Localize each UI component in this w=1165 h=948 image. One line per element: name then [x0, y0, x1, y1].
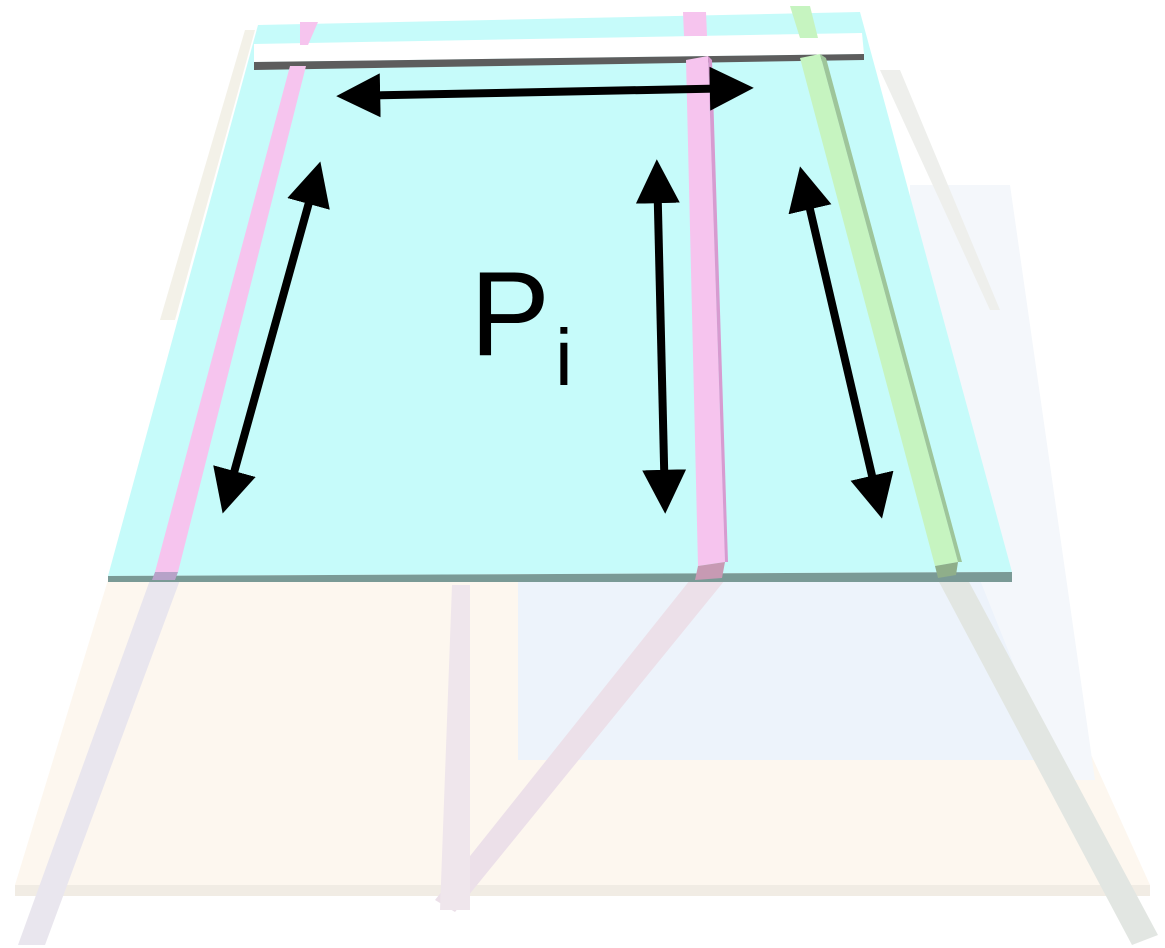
center-pink-bar: [683, 12, 728, 580]
arrows: [213, 66, 894, 519]
plane-front-edge: [108, 572, 1012, 582]
right-double-arrow: [788, 166, 894, 519]
plane-label: P: [470, 247, 550, 381]
right-green-bar-top: [790, 6, 818, 38]
ghost-center-post: [440, 585, 470, 910]
center-pink-bar-end: [695, 562, 725, 580]
left-double-arrow: [213, 161, 330, 514]
white-bar-shadow: [254, 54, 864, 70]
ghost-left-leg: [18, 580, 180, 945]
plane-label-subscript: i: [555, 313, 573, 402]
ghost-center-leg: [435, 580, 725, 912]
main-plane: [108, 12, 1012, 582]
ghost-lower-structure: [15, 30, 1158, 945]
white-bar: [254, 33, 864, 70]
center-pink-bar-shadow: [708, 56, 728, 562]
left-pink-bar-end: [152, 572, 178, 580]
center-pink-bar-top: [683, 12, 707, 36]
ghost-right-upper-frame: [880, 70, 1000, 310]
white-bar-top: [254, 33, 864, 62]
left-pink-bar-face: [300, 22, 318, 45]
ghost-right-panel: [910, 185, 1095, 780]
center-double-arrow: [635, 159, 687, 514]
horizontal-double-arrow: [336, 66, 754, 118]
ghost-lower-plane-shadow: [15, 885, 1150, 896]
center-pink-bar-main: [686, 56, 725, 566]
plane-surface: [108, 12, 1012, 576]
ghost-left-upper-frame: [160, 30, 255, 320]
ghost-right-leg: [938, 580, 1158, 945]
right-green-bar-end: [935, 562, 958, 578]
